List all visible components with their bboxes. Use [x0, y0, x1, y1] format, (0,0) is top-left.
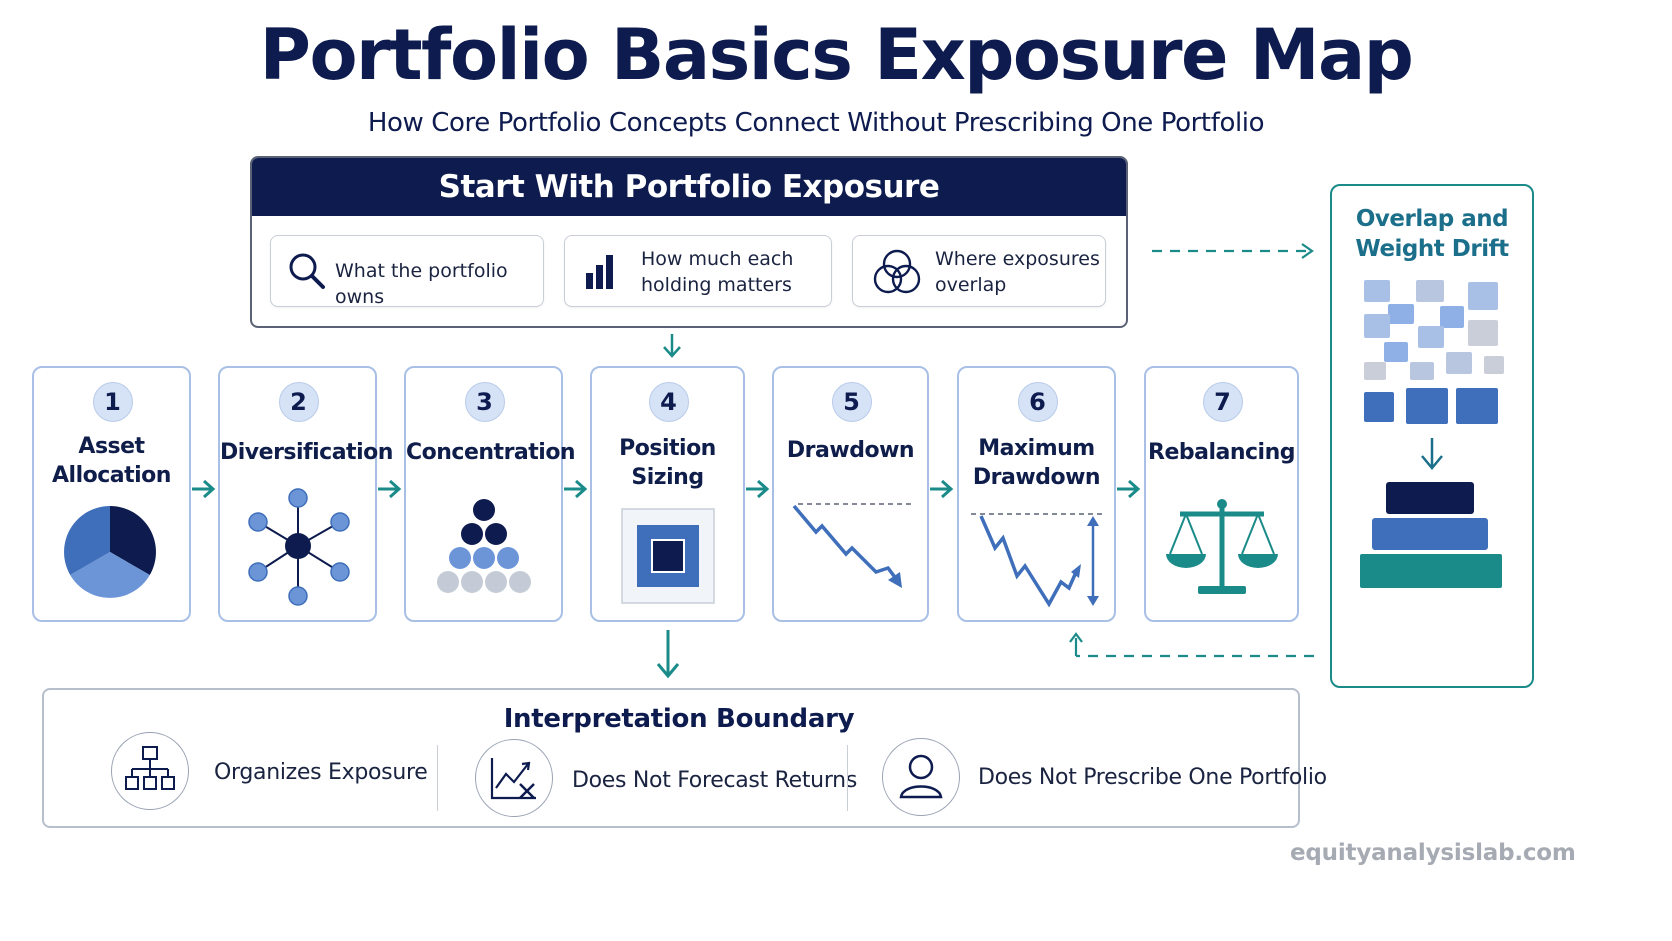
boundary-text-organizes: Organizes Exposure [214, 760, 428, 785]
flow-arrow-6-7 [1117, 479, 1141, 499]
flow-arrow-5-6 [930, 479, 954, 499]
dashed-arrow-to-overlap [1152, 243, 1314, 259]
page-title: Portfolio Basics Exposure Map [259, 14, 1414, 96]
bar-chart-icon [586, 255, 613, 289]
page-subtitle: How Core Portfolio Concepts Connect With… [367, 108, 1265, 138]
chart-cross-icon [490, 758, 536, 800]
step-position-sizing: 4 Position Sizing [590, 366, 745, 622]
boundary-icon-3 [882, 738, 960, 816]
dot-pyramid-icon [437, 499, 531, 593]
boundary-down-arrow [656, 630, 680, 679]
step-label-line1: Diversification [220, 440, 393, 465]
pie-chart-icon [64, 506, 156, 598]
drifting-blocks-icon [1360, 280, 1504, 588]
start-down-arrow [663, 334, 681, 358]
exposure-card-weight: How much each holding matters [564, 235, 832, 307]
step-drawdown: 5 Drawdown [772, 366, 929, 622]
step-label-line1: Asset [78, 434, 145, 459]
exposure-card-weight-line2: holding matters [641, 274, 792, 296]
step-number-badge: 5 [831, 382, 872, 422]
step-label-line1: Maximum [978, 436, 1095, 461]
dashed-feedback-arrow [1069, 632, 1314, 658]
step-number-badge: 4 [648, 382, 689, 422]
network-icon [248, 488, 350, 606]
step-label: Maximum Drawdown [959, 434, 1114, 492]
step-label-line2: Allocation [52, 463, 171, 488]
step-label: Rebalancing [1146, 438, 1297, 467]
step-concentration: 3 Concentration [404, 366, 576, 622]
overlap-weight-drift-line1: Overlap and [1355, 206, 1509, 232]
boundary-divider [847, 745, 848, 811]
venn-diagram-icon [873, 249, 921, 294]
nested-square-icon [621, 508, 715, 604]
flow-arrow-4-5 [746, 479, 770, 499]
start-exposure-panel: Start With Portfolio Exposure What the p… [250, 156, 1128, 328]
hierarchy-icon [125, 746, 175, 790]
person-icon [899, 754, 943, 799]
exposure-card-owns-text: What the portfolio owns [335, 260, 508, 308]
step-number-badge: 1 [92, 382, 133, 422]
peak-to-trough-icon [971, 513, 1103, 608]
step-diversification: 2 Diversification [218, 366, 393, 622]
exposure-card-owns: What the portfolio owns [270, 235, 544, 308]
step-label-line1: Concentration [406, 440, 576, 465]
start-exposure-header: Start With Portfolio Exposure [252, 158, 1126, 216]
balance-scale-icon [1166, 499, 1278, 594]
exposure-card-overlap-line1: Where exposures [935, 248, 1100, 270]
boundary-text-no-forecast: Does Not Forecast Returns [572, 768, 857, 793]
overlap-weight-drift-title: Overlap and Weight Drift [1332, 204, 1532, 264]
step-label-line1: Drawdown [786, 438, 915, 463]
step-label: Position Sizing [592, 434, 743, 492]
step-label: Diversification [220, 438, 393, 467]
step-label-line2: Sizing [631, 465, 704, 490]
step-label-line2: Drawdown [972, 465, 1101, 490]
step-label: Asset Allocation [34, 432, 189, 490]
step-label: Concentration [406, 438, 576, 467]
step-label-line1: Rebalancing [1148, 440, 1296, 465]
step-label: Drawdown [774, 436, 927, 465]
flow-arrow-1-2 [192, 479, 216, 499]
magnifier-icon [289, 253, 325, 289]
step-number-badge: 6 [1017, 382, 1058, 422]
step-asset-allocation: 1 Asset Allocation [32, 366, 191, 622]
step-number-badge: 2 [278, 382, 319, 422]
step-maximum-drawdown: 6 Maximum Drawdown [957, 366, 1116, 622]
boundary-icon-1 [111, 732, 189, 810]
exposure-card-overlap: Where exposures overlap [852, 235, 1106, 307]
boundary-icon-2 [475, 739, 553, 817]
exposure-card-weight-line1: How much each [641, 248, 794, 270]
step-label-line1: Position [619, 436, 716, 461]
flow-arrow-2-3 [378, 479, 402, 499]
site-watermark: equityanalysislab.com [1290, 840, 1576, 866]
overlap-weight-drift-line2: Weight Drift [1355, 236, 1509, 262]
boundary-text-no-prescribe: Does Not Prescribe One Portfolio [978, 765, 1327, 790]
interpretation-boundary-title: Interpretation Boundary [503, 704, 855, 734]
overlap-weight-drift-panel: Overlap and Weight Drift [1330, 184, 1534, 688]
exposure-card-overlap-line2: overlap [935, 274, 1007, 296]
declining-line-icon [792, 503, 914, 588]
interpretation-boundary-panel: Interpretation Boundary Organizes Exposu… [42, 688, 1327, 828]
boundary-divider [437, 745, 438, 811]
flow-arrow-3-4 [564, 479, 588, 499]
step-number-badge: 7 [1202, 382, 1243, 422]
step-number-badge: 3 [464, 382, 505, 422]
step-rebalancing: 7 Rebalancing [1144, 366, 1299, 622]
